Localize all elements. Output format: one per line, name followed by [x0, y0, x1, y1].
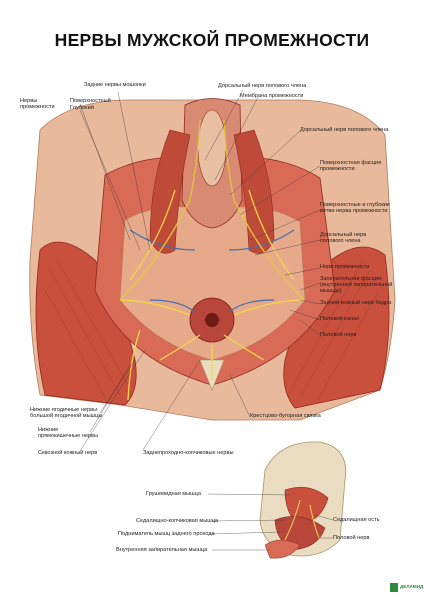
label-obturator-fascia-3: мышцы) — [320, 288, 342, 294]
anus — [205, 313, 219, 327]
label-dorsal-penis-2: Дорсальный нерв полового члена — [300, 127, 389, 133]
label-dorsal-penis-3: Дорсальный нерв — [320, 232, 367, 238]
label-perforating: Сквозной кожный нерв — [38, 450, 98, 456]
label-obturator-int: Внутренняя запирательная мышца — [116, 547, 208, 553]
label-piriformis: Грушевидная мышца — [146, 491, 201, 497]
label-inf-gluteal: Нижние ягодичные нервы — [30, 407, 98, 413]
main-illustration — [29, 98, 396, 421]
label-sacrotuberous: Крестцово-бугорная связка — [250, 413, 321, 419]
label-perineal-nerves: Нервы — [20, 98, 38, 104]
publisher-logo: ДЕЛАМИД — [390, 583, 423, 593]
label-levator-ani: Подниматель мышц заднего прохода — [118, 531, 215, 537]
label-dorsal-penis-3b: полового члена — [320, 238, 361, 244]
inset-illustration — [259, 441, 347, 559]
label-superficial-fascia: Поверхностная фасция — [320, 160, 382, 166]
page-title: НЕРВЫ МУЖСКОЙ ПРОМЕЖНОСТИ — [54, 30, 370, 50]
label-perineal-membrane: Мембрана промежности — [240, 93, 304, 99]
label-inf-gluteal-2: большой ягодичной мышцы — [30, 413, 103, 419]
label-inf-rectal-2: прямокишечные нервы — [38, 433, 99, 439]
label-dorsal-penis-top: Дорсальный нерв полового члена — [218, 83, 307, 89]
label-coccygeus: Седалищно-копчиковая мышца — [136, 518, 219, 524]
label-ischial-spine: Седалищная ость — [333, 517, 380, 523]
label-superficial: Поверхностный — [70, 98, 111, 104]
label-scrotal-nerves: Задние нервы мошонки — [84, 82, 146, 88]
publisher-name: ДЕЛАМИД — [400, 584, 424, 589]
label-pudendal-canal: Половой канал — [320, 316, 360, 322]
logo-mark-icon — [390, 583, 398, 592]
label-perineal-nerve: Нерв промежности — [320, 264, 370, 270]
label-post-cut-thigh: Задний кожный нерв бедра — [320, 300, 392, 306]
label-obturator-fascia-2: (внутренней запирательной — [320, 282, 393, 288]
label-inf-rectal: Нижние — [38, 427, 59, 433]
label-branches: Поверхностные и глубокие — [320, 202, 391, 208]
label-perineal-nerves-2: промежности — [20, 104, 55, 110]
inset-leader-lines — [207, 493, 334, 551]
label-deep: Глубокий — [70, 105, 94, 111]
gluteus-right — [283, 246, 390, 409]
label-anococcygeal: Заднепроходно-копчиковые нервы — [143, 450, 234, 456]
corpus — [197, 109, 227, 187]
leader-lines — [79, 89, 321, 452]
label-pudendal-nerve-inset: Половой нерв — [333, 535, 370, 541]
label-pudendal-nerve: Половой нерв — [320, 332, 357, 338]
label-branches-2: ветви нерва промежности — [320, 208, 388, 214]
label-superficial-fascia-2: промежности — [320, 166, 355, 172]
label-obturator-fascia: Запирательная фасция — [320, 276, 381, 282]
